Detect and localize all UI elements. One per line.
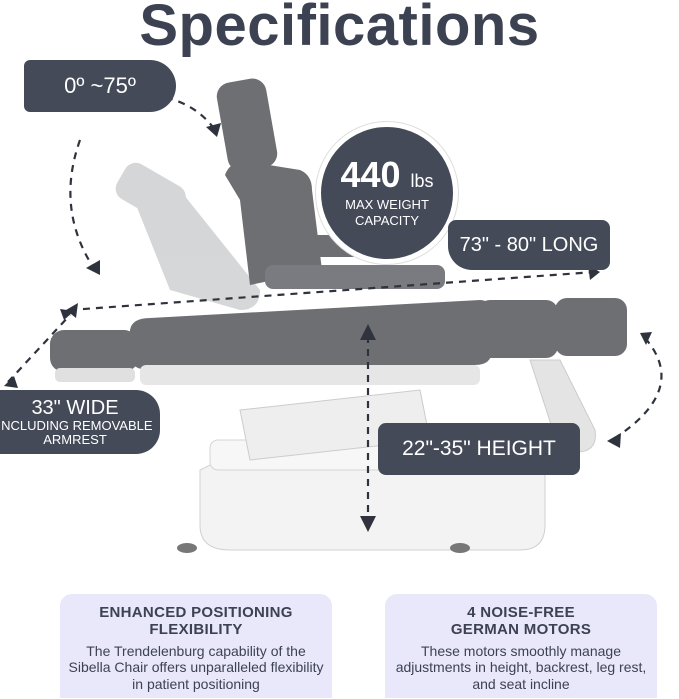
width-main: 33" WIDE bbox=[31, 396, 119, 419]
width-arrow bbox=[7, 314, 71, 383]
feature-title: 4 NOISE-FREE GERMAN MOTORS bbox=[385, 604, 657, 639]
chair-armrest-lower bbox=[265, 265, 445, 289]
chair-seat bbox=[130, 300, 492, 370]
weight-callout: 440 lbs MAX WEIGHT CAPACITY bbox=[316, 122, 458, 264]
feature-card-positioning: ENHANCED POSITIONING FLEXIBILITY The Tre… bbox=[60, 594, 332, 698]
width-callout: 33" WIDE INCLUDING REMOVABLE ARMREST bbox=[0, 390, 160, 454]
width-line-3: ARMREST bbox=[43, 431, 107, 447]
feature-description: The Trendelenburg capability of the Sibe… bbox=[68, 642, 324, 693]
chair-footrest bbox=[555, 298, 627, 356]
feature-title-line-2: GERMAN MOTORS bbox=[450, 621, 592, 639]
length-callout: 73" - 80" LONG bbox=[448, 220, 610, 270]
height-callout: 22"-35" HEIGHT bbox=[378, 423, 580, 475]
weight-label-2: CAPACITY bbox=[354, 213, 420, 228]
page-title: Specifications bbox=[139, 0, 540, 58]
length-arrow bbox=[69, 270, 596, 312]
chair-legrest bbox=[478, 300, 558, 358]
chair-head-pad bbox=[50, 330, 138, 372]
angle-arrow-upper bbox=[139, 93, 216, 131]
chair-base bbox=[199, 454, 546, 551]
angle-callout: 0º ~75º bbox=[24, 60, 176, 112]
feature-title: ENHANCED POSITIONING FLEXIBILITY bbox=[60, 604, 332, 639]
feature-title-line-2: FLEXIBILITY bbox=[149, 621, 243, 639]
angle-arrow-lower bbox=[69, 139, 96, 271]
feature-title-line-1: ENHANCED POSITIONING bbox=[99, 604, 293, 621]
weight-number: 440 bbox=[340, 154, 401, 196]
feature-description: These motors smoothly manage adjustments… bbox=[395, 642, 647, 693]
weight-unit: lbs bbox=[410, 171, 434, 192]
chair-headrest bbox=[216, 78, 278, 172]
leg-arrow bbox=[611, 337, 663, 441]
feature-card-motors: 4 NOISE-FREE GERMAN MOTORS These motors … bbox=[385, 594, 657, 698]
chair-backrest bbox=[225, 161, 322, 285]
weight-label-1: MAX WEIGHT bbox=[345, 197, 429, 213]
weight-number-line: 440 lbs bbox=[340, 157, 433, 193]
feature-title-line-1: 4 NOISE-FREE bbox=[467, 604, 575, 621]
width-line-2: INCLUDING REMOVABLE bbox=[0, 417, 153, 433]
